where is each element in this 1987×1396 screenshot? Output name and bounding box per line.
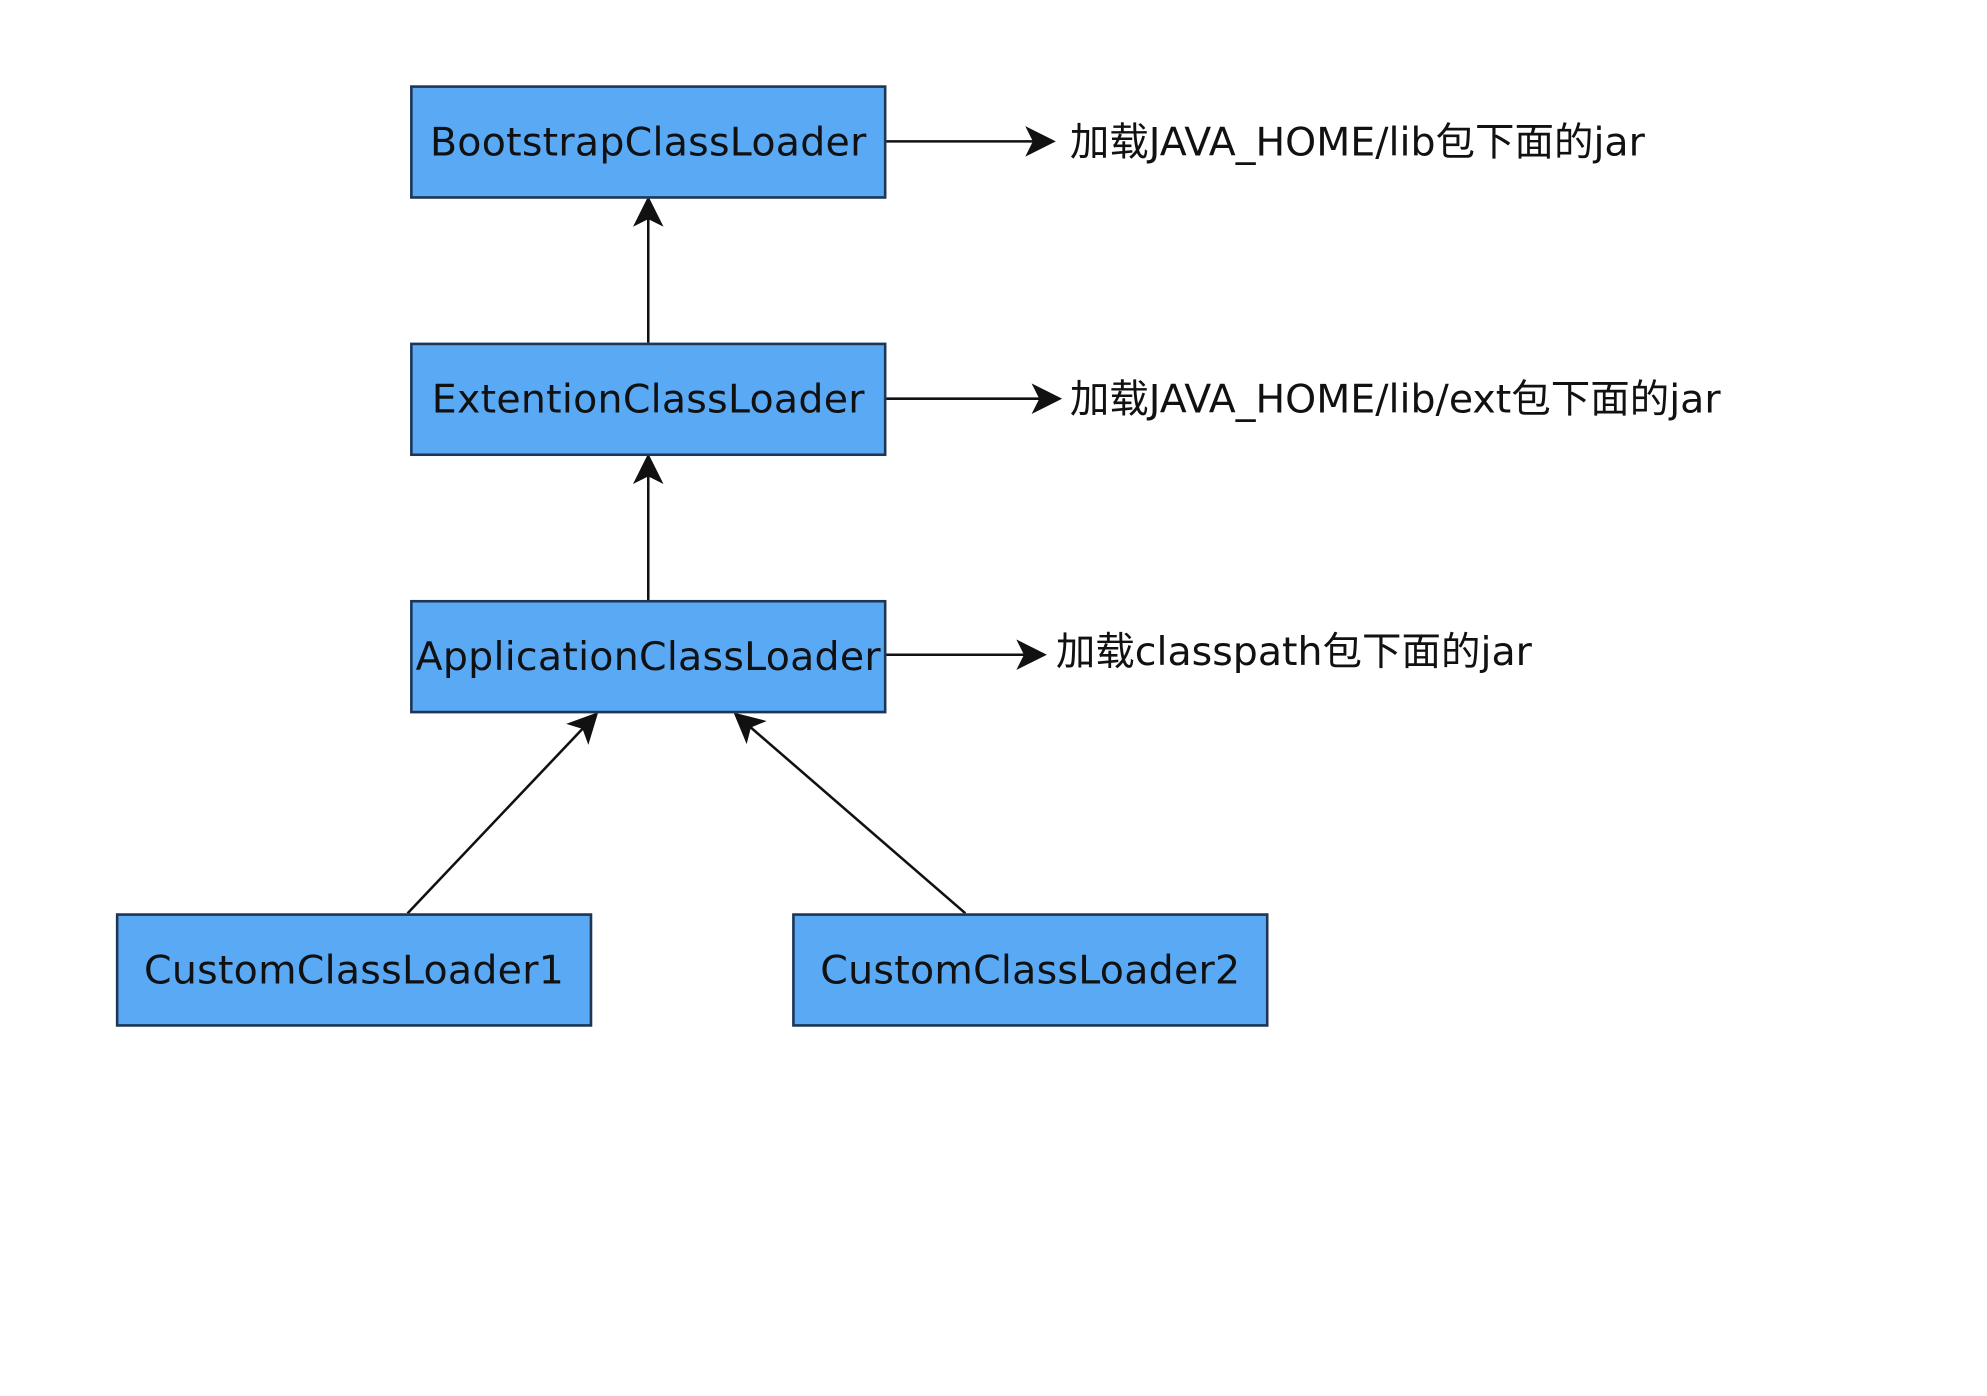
application-load-note: 加载classpath包下面的jar (1055, 629, 1532, 676)
custom-class-loader-2-node: CustomClassLoader2 (792, 913, 1269, 1027)
extension-load-note: 加载JAVA_HOME/lib/ext包下面的jar (1069, 377, 1721, 423)
custom-class-loader-1-node: CustomClassLoader1 (115, 913, 593, 1027)
bootstrap-load-note: 加载JAVA_HOME/lib包下面的jar (1069, 119, 1645, 166)
extension-class-loader-node: ExtentionClassLoader (410, 342, 887, 457)
diagram-edges (406, 126, 1063, 915)
bootstrap-class-loader-node: BootstrapClassLoader (410, 85, 887, 199)
application-class-loader-node: ApplicationClassLoader (410, 599, 887, 714)
edge-custom2-to-application (733, 712, 967, 915)
edge-custom1-to-application (406, 712, 599, 915)
